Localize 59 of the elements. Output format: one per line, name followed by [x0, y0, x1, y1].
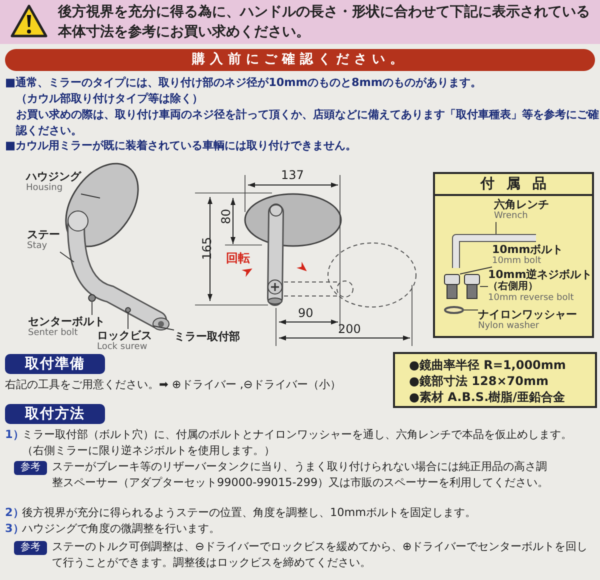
leader-line	[80, 194, 100, 198]
warning-text: 後方視界を充分に得る為に、ハンドルの長さ・形状に合わせて下記に表示されている本体寸法を参考にお買い求めください。	[58, 2, 591, 42]
spec-panel	[393, 352, 597, 408]
english-label: Lock surew	[97, 342, 148, 353]
accessory-panel	[433, 172, 594, 338]
english-label: Wrench	[494, 211, 528, 222]
step-number: 1）	[5, 427, 24, 442]
notice-text: お買い求めの際は、取り付け車両のネジ径を計って頂くか、店頭などに備えてあります「取付車種表」等を参考にご確認ください。	[16, 107, 600, 138]
spec-item: ●素材 A.B.S.樹脂/亜鉛合金	[409, 389, 566, 405]
instruction-text: ミラー取付部（ボルト穴）に、付属のボルトとナイロンワッシャーを通し、六角レンチで本品を仮止めします。	[22, 427, 573, 442]
dimension-value: 200	[338, 323, 361, 336]
part-label: ナイロンワッシャー	[478, 308, 577, 321]
part-label: センターボルト	[28, 315, 105, 328]
notice-band	[0, 0, 600, 44]
instruction-text: ハウジングで角度の微調整を行います。	[22, 521, 221, 536]
section-heading: 取付方法	[5, 404, 105, 424]
leader-line	[460, 266, 492, 274]
part-label: 10mmボルト	[492, 243, 564, 256]
note-badge: 参考	[14, 461, 47, 475]
spec-item: ●鏡部寸法 128×70mm	[409, 373, 550, 389]
english-label: Senter bolt	[28, 328, 78, 339]
notice-text: ■通常、ミラーのタイプには、取り付け部のネジ径が10mmのものと8mmのものがあります。	[5, 75, 483, 90]
english-label: Stay	[27, 241, 48, 252]
instruction-text: 右記の工具をご用意ください。➡ ⊕ドライバー ,⊖ドライバー（小）	[5, 377, 342, 392]
english-label: 10mm reverse bolt	[488, 293, 574, 304]
rotation-label: 回転	[226, 251, 250, 266]
instruction-text: ステーがブレーキ等のリザーバータンクに当り、うまく取り付けられない場合には純正用品の高さ調整スペーサー（アダプターセット99000-99015-299）又は市販のスペーサーを利用してください。	[52, 459, 550, 490]
part-note: （右側用）	[488, 281, 538, 293]
instruction-text: ステーのトルク可倒調整は、⊖ドライバーでロックビスを緩めてから、⊕ドライバーでセンターボルトを回して行うことができます。調整後はロックビスを締めてください。	[52, 539, 589, 570]
dimension-value: 90	[298, 307, 314, 320]
part-label: ロックビス	[97, 329, 152, 342]
bolt-head-drawing	[88, 294, 96, 302]
leader-line	[154, 326, 174, 330]
part-label: 10mm逆ネジボルト	[488, 268, 592, 281]
english-label: 10mm bolt	[492, 256, 542, 267]
section-banner: 購入前にご確認ください。	[5, 49, 595, 71]
part-label: ミラー取付部	[174, 330, 240, 343]
dimension-value: 137	[281, 169, 304, 182]
leader-line	[480, 286, 488, 287]
bolt-drawing	[444, 274, 460, 299]
instruction-text: 後方視界が充分に得られるようステーの位置、角度を調整し、10mmボルトを固定します。	[22, 505, 478, 520]
spec-item: ●鏡曲率半径 R=1,000mm	[409, 357, 567, 373]
notice-text: （カウル部取り付けタイプ等は除く）	[16, 91, 204, 106]
washer-drawing	[444, 306, 464, 314]
step-number: 3）	[5, 521, 24, 536]
instruction-text: （右側ミラーに限り逆ネジボルトを使用します。）	[22, 443, 276, 458]
notice-text: ■カウル用ミラーが既に装着されている車輌には取り付けできません。	[5, 138, 358, 154]
panel-heading: 付属品	[435, 174, 592, 196]
english-label: Housing	[26, 183, 63, 194]
dimension-value: 80	[220, 208, 234, 224]
english-label: Nylon washer	[478, 321, 540, 332]
bolt-drawing	[464, 274, 480, 299]
part-label: ステー	[27, 228, 60, 241]
part-label: ハウジング	[26, 170, 81, 183]
leader-line	[60, 252, 74, 262]
screw-head-drawing	[125, 307, 131, 313]
note-badge: 参考	[14, 541, 47, 555]
part-label: 六角レンチ	[494, 198, 549, 211]
section-heading: 取付準備	[5, 354, 105, 374]
